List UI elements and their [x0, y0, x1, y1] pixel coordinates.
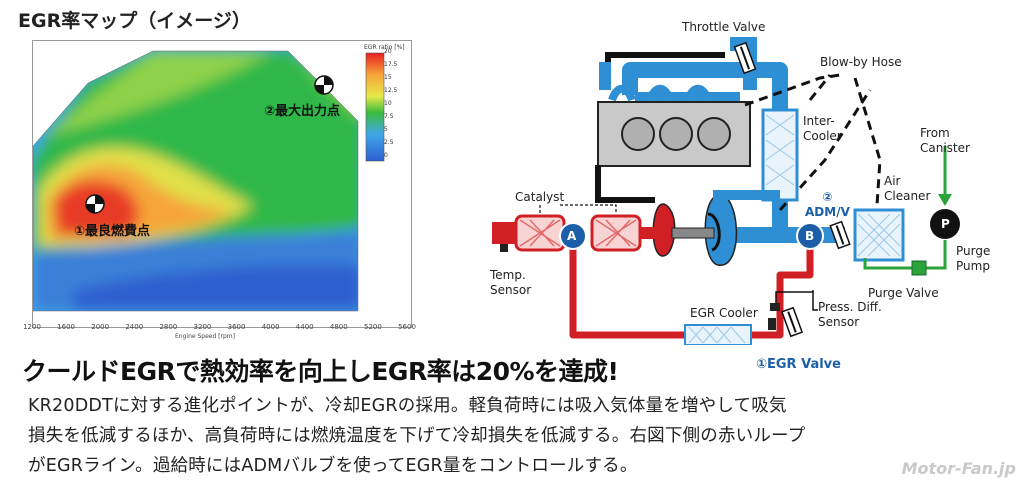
body-text-line-1: KR20DDTに対する進化ポイントが、冷却EGRの採用。軽負荷時には吸入気体量を… [28, 396, 787, 416]
egr-loop [569, 245, 814, 339]
egr-map-heatmap [33, 50, 385, 312]
intercooler-label-line2: Cooler [803, 129, 842, 143]
colorbar-tick-label: 0 [384, 152, 388, 159]
colorbar [365, 52, 385, 162]
max-output-label: ②最大出力点 [264, 104, 341, 119]
press-diff-line2: Sensor [818, 315, 860, 329]
egr-valve-symbol [780, 306, 804, 338]
temp-sensor-line2: Sensor [490, 283, 532, 297]
throttle-pipe [730, 37, 757, 90]
best-efficiency-marker [85, 194, 105, 214]
intercooler [761, 108, 799, 202]
intercooler-label: Inter- Cooler [803, 114, 842, 144]
watermark: Motor-Fan.jp [901, 459, 1016, 478]
adm-valve-number: ② [822, 190, 833, 204]
air-cleaner-line1: Air [884, 174, 901, 188]
x-tick-label: 2000 [91, 323, 110, 331]
catalyst-label: Catalyst [515, 190, 565, 204]
adm-valve-text: ADM/V [805, 205, 850, 219]
blowby-hose-label: Blow-by Hose [820, 55, 902, 69]
egr-valve-actuator [768, 318, 776, 330]
temp-sensor-label: Temp. Sensor [490, 268, 531, 298]
from-canister-line2: Canister [920, 141, 970, 155]
press-diff-sensor [770, 290, 818, 311]
air-cleaner [853, 208, 905, 262]
x-tick-label: 1600 [57, 323, 75, 331]
throttle-valve-symbol [733, 41, 757, 75]
exhaust-line [492, 214, 658, 252]
temp-sensor-marker [500, 244, 508, 252]
purge-pump-line1: Purge [956, 244, 991, 258]
egr-map [32, 40, 412, 328]
purge-pump-symbol-label: P [941, 217, 950, 231]
x-tick-label: 1200 [23, 323, 41, 331]
engine-block [597, 84, 751, 167]
heatmap-fills [33, 51, 358, 311]
adm-valve-label: ② ADM/V [805, 190, 850, 220]
body-text-line-2: 損失を低減するほか、高負荷時には燃焼温度を下げて冷却損失を低減する。右図下側の赤… [28, 426, 806, 446]
colorbar-tick-label: 5 [384, 126, 388, 133]
from-canister-line1: From [920, 126, 950, 140]
egr-cooler-label: EGR Cooler [690, 306, 758, 320]
from-canister-label: From Canister [920, 126, 970, 156]
purge-line [863, 146, 960, 276]
crankcase-line [605, 52, 725, 62]
intercooler-label-line1: Inter- [803, 114, 835, 128]
blowby-return [595, 165, 655, 203]
purge-pump-line2: Pump [956, 259, 990, 273]
egr-cooler [684, 324, 752, 345]
catalyst-pointer [539, 204, 617, 214]
body-text-line-3: がEGRライン。過給時にはADMバルブを使ってEGR量をコントロールする。 [28, 456, 638, 476]
colorbar-title: EGR ratio [%] [364, 44, 405, 51]
node-a [559, 222, 587, 250]
egr-valve-label: ①EGR Valve [756, 357, 841, 372]
x-tick-label: 5200 [363, 323, 382, 331]
press-diff-sensor-label: Press. Diff. Sensor [818, 300, 882, 330]
x-axis-label: Engine Speed [rpm] [175, 333, 235, 340]
x-tick-label: 3600 [227, 323, 246, 331]
purge-pump-label: Purge Pump [956, 244, 990, 274]
colorbar-tick-label: 17.5 [384, 61, 398, 68]
colorbar-tick-label: 10 [384, 100, 392, 107]
max-output-marker [314, 75, 334, 95]
node-a-label: A [567, 229, 577, 243]
colorbar-tick-label: 20 [384, 48, 392, 55]
colorbar-tick-label: 12.5 [384, 87, 398, 94]
air-cleaner-line2: Cleaner [884, 189, 931, 203]
turbocharger [652, 190, 780, 266]
colorbar-tick-label: 15 [384, 74, 392, 81]
headline: クールドEGRで熱効率を向上しEGR率は20%を達成! [22, 357, 619, 386]
purge-valve-label: Purge Valve [868, 286, 939, 300]
air-cleaner-label: Air Cleaner [884, 174, 930, 204]
x-tick-label: 4800 [329, 323, 348, 331]
x-tick-label: 5600 [398, 323, 416, 331]
temp-sensor-line1: Temp. [490, 268, 526, 282]
throttle-valve-label: Throttle Valve [682, 20, 766, 34]
node-b [796, 222, 824, 250]
x-tick-label: 2800 [159, 323, 178, 331]
x-tick-label: 3200 [193, 323, 212, 331]
map-title: EGR率マップ（イメージ） [18, 10, 251, 32]
best-efficiency-label: ①最良燃費点 [74, 224, 151, 239]
x-tick-label: 4000 [261, 323, 280, 331]
x-tick-label: 2400 [125, 323, 144, 331]
egr-system-diagram [492, 37, 960, 345]
colorbar-tick-label: 7.5 [384, 113, 394, 120]
colorbar-tick-label: 2.5 [384, 139, 394, 146]
press-diff-line1: Press. Diff. [818, 300, 882, 314]
x-tick-label: 4400 [295, 323, 314, 331]
adm-valve-symbol [829, 220, 851, 250]
node-b-label: B [805, 229, 815, 243]
